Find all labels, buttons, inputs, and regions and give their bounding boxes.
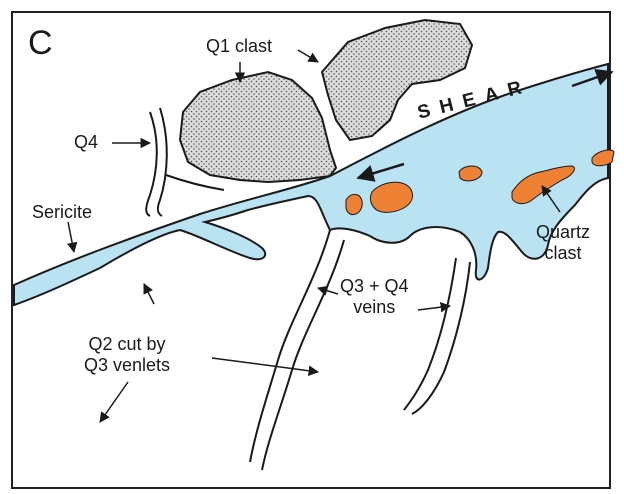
q1-clast-label: Q1 clast [206,36,272,57]
quartz-clast-label-line2: clast [536,243,590,264]
q3q4-veins-label-line2: veins [340,297,409,318]
q3q4-veins-label-line1: Q3 + Q4 [340,276,409,297]
q2-label-line2: Q3 venlets [84,355,170,376]
q3q4-veins-label: Q3 + Q4 veins [340,276,409,317]
panel-letter: C [28,24,53,63]
sericite-label: Sericite [32,202,92,223]
quartz-clast-1 [346,194,362,214]
quartz-clast-label-line1: Quartz [536,222,590,243]
q2-label-line1: Q2 cut by [84,334,170,355]
quartz-clast-label: Quartz clast [536,222,590,263]
q4-label: Q4 [74,132,98,153]
q2-label: Q2 cut by Q3 venlets [84,334,170,375]
